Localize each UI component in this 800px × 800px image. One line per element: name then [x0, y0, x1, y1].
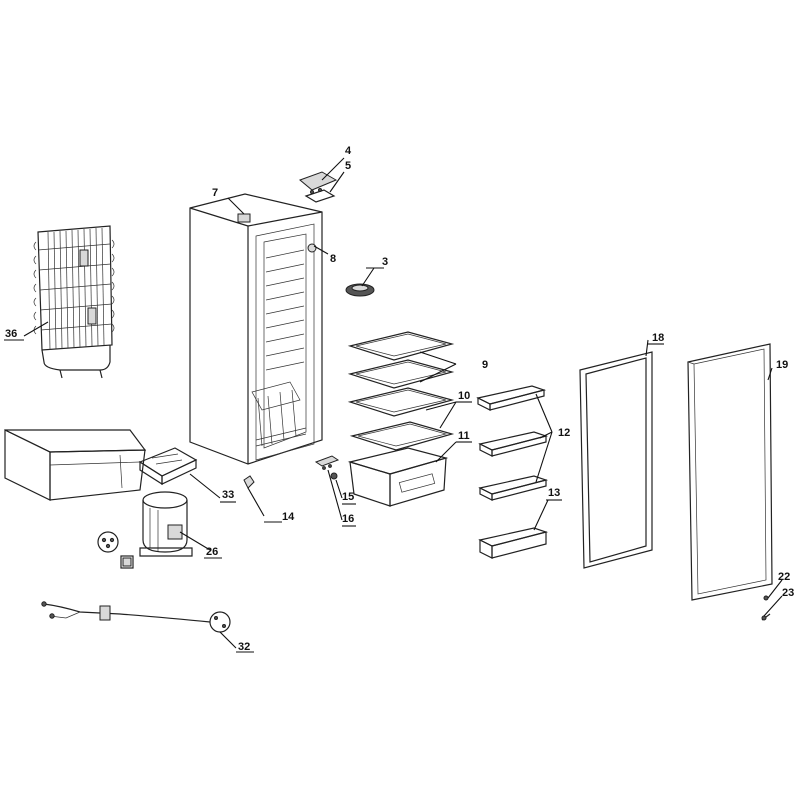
part-label-33: 33 [222, 489, 234, 501]
part-label-10: 10 [458, 390, 470, 402]
part-label-5: 5 [345, 160, 351, 172]
foot-part [243, 475, 255, 489]
power-cord-part [41, 601, 231, 633]
label-underlines [4, 267, 664, 653]
top-hinge-part [299, 171, 338, 203]
part-label-15: 15 [342, 491, 354, 503]
part-label-12: 12 [558, 427, 570, 439]
condenser-part [33, 225, 115, 379]
part-label-14: 14 [282, 511, 295, 523]
glass-shelves-part [347, 331, 455, 451]
leader-lines [23, 157, 783, 649]
door-gasket-part [579, 351, 653, 569]
bottom-hinge-part [314, 455, 340, 470]
compressor-part [139, 491, 193, 557]
part-label-11: 11 [458, 430, 470, 442]
part-label-16: 16 [342, 513, 354, 525]
door-balconies-part [476, 385, 549, 559]
part-label-23: 23 [782, 587, 794, 599]
part-label-19: 19 [776, 359, 788, 371]
part-number-labels: 4 5 7 8 3 9 10 11 12 13 14 15 16 18 19 2… [5, 145, 794, 653]
crisper-drawer-part [347, 447, 449, 507]
part-label-3: 3 [382, 256, 388, 268]
cabinet-part [189, 193, 323, 465]
door-stop-part [330, 472, 338, 480]
part-label-13: 13 [548, 487, 560, 499]
part-label-18: 18 [652, 332, 664, 344]
door-part [687, 343, 773, 601]
part-label-36: 36 [5, 328, 17, 340]
part-label-4: 4 [345, 145, 352, 157]
part-label-7: 7 [212, 187, 218, 199]
part-label-8: 8 [330, 253, 336, 265]
part-label-32: 32 [238, 641, 250, 653]
thermostat-knob-part [345, 283, 375, 297]
part-label-26: 26 [206, 546, 218, 558]
overload-protector-part [120, 555, 134, 569]
drip-tray-part [138, 447, 198, 486]
part-label-9: 9 [482, 359, 488, 371]
base-panel-part [4, 429, 147, 501]
part-label-22: 22 [778, 571, 790, 583]
relay-part [97, 531, 119, 553]
door-screw-part [761, 595, 771, 621]
